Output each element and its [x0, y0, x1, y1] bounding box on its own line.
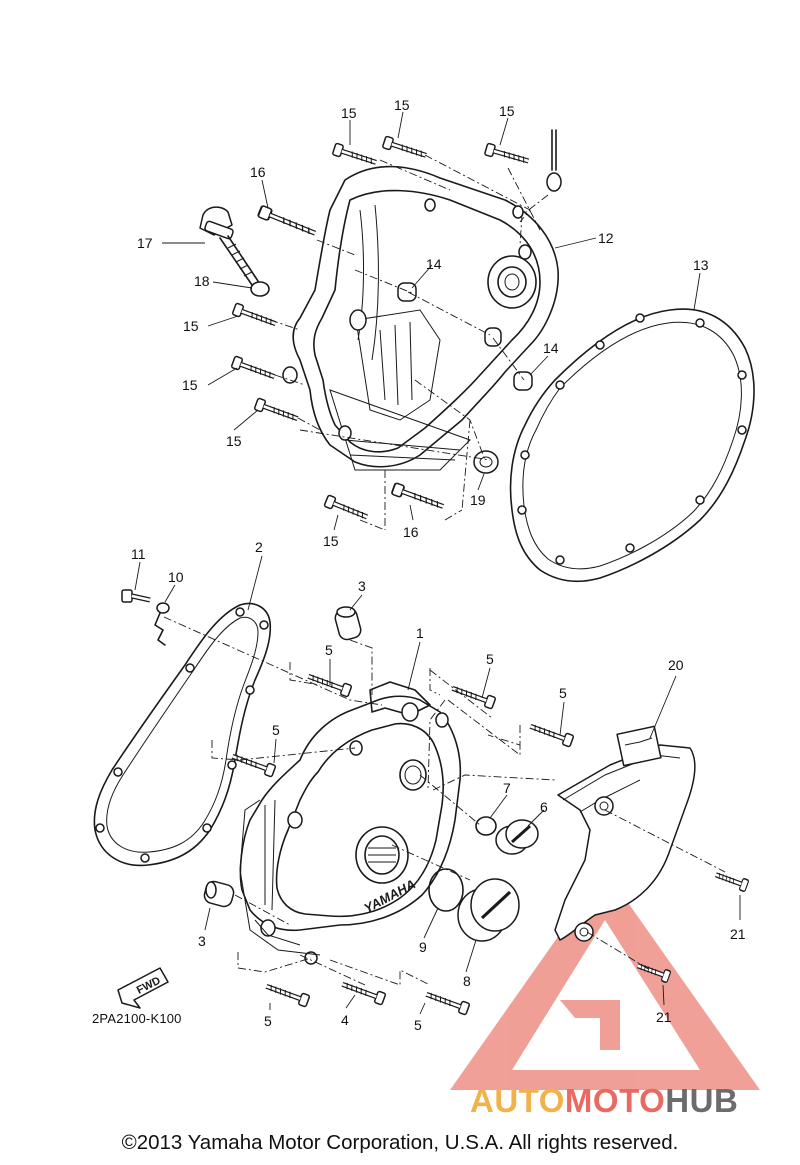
bolt-part-15	[231, 356, 276, 382]
bolt-part-15	[382, 136, 428, 161]
screw-part-11	[121, 589, 151, 603]
callout-15: 15	[394, 97, 410, 113]
bolt-part-15	[485, 143, 531, 167]
bolt-part-15	[232, 303, 277, 329]
callout-20: 20	[668, 657, 684, 673]
copyright-notice: ©2013 Yamaha Motor Corporation, U.S.A. A…	[121, 1131, 679, 1154]
bolt-part-21	[714, 869, 749, 892]
sprocket-guard-part-20	[554, 725, 696, 942]
clip-part-10	[154, 602, 170, 646]
callout-10: 10	[168, 569, 184, 585]
gasket-part-13	[509, 308, 755, 583]
gasket-2-bolt-holes	[95, 607, 269, 863]
callout-9: 9	[419, 939, 427, 955]
callout-5: 5	[272, 722, 280, 738]
watermark-brand: AUTOMOTOHUB	[470, 1082, 738, 1120]
callout-5: 5	[325, 642, 333, 658]
forward-direction-icon: FWD	[117, 967, 169, 1009]
callout-16: 16	[250, 164, 266, 180]
callout-1: 1	[416, 625, 424, 641]
bolt-part-15	[332, 143, 378, 168]
callout-labels: 1 2 3 3 4 5 5 5 5 5 5 5 6 7 8 9 10 11 12…	[131, 97, 746, 1033]
callout-2: 2	[255, 539, 263, 555]
callout-14: 14	[426, 256, 442, 272]
callout-5: 5	[559, 685, 567, 701]
bolt-part-15	[254, 398, 299, 424]
callout-15: 15	[323, 533, 339, 549]
o-ring-part-7	[475, 816, 497, 836]
fwd-label: FWD	[135, 975, 163, 997]
callout-5: 5	[264, 1013, 272, 1029]
callout-18: 18	[194, 273, 210, 289]
oil-seal-part-19	[473, 450, 499, 474]
callout-15: 15	[183, 318, 199, 334]
dowel-pin-part-3	[203, 880, 235, 908]
callout-16: 16	[403, 524, 419, 540]
gasket-inner-edge	[522, 321, 742, 570]
callout-21: 21	[730, 926, 746, 942]
diagram-code: 2PA2100-K100	[92, 1011, 182, 1026]
bolt-part-4	[340, 979, 385, 1005]
bolt-part-15	[324, 495, 369, 523]
callout-15: 15	[226, 433, 242, 449]
gasket-part-2	[93, 602, 272, 867]
callout-8: 8	[463, 973, 471, 989]
crankcase-cover-part-12	[282, 165, 559, 471]
watermark-part-1: AUTO	[470, 1082, 565, 1119]
callout-15: 15	[499, 103, 515, 119]
dowel-pin-part-3	[334, 606, 362, 641]
callout-13: 13	[693, 257, 709, 273]
plug-part-8	[457, 878, 520, 942]
oil-dipstick-part-17	[199, 206, 259, 286]
callout-5: 5	[414, 1017, 422, 1033]
bolt-part-5	[450, 683, 495, 709]
o-ring-part-18	[250, 281, 270, 297]
callout-15: 15	[341, 105, 357, 121]
callout-19: 19	[470, 492, 486, 508]
o-ring-part-9	[428, 868, 464, 912]
callout-12: 12	[598, 230, 614, 246]
callout-3: 3	[198, 933, 206, 949]
callout-21: 21	[656, 1009, 672, 1025]
alignment-lines-lower	[163, 616, 726, 986]
leader-lines	[134, 111, 741, 1015]
bolt-part-5	[424, 989, 469, 1015]
watermark-part-2: MOTO	[564, 1082, 666, 1119]
callout-14: 14	[543, 340, 559, 356]
callout-15: 15	[182, 377, 198, 393]
callout-6: 6	[540, 799, 548, 815]
dowel-pin-part-14	[397, 282, 533, 391]
bolt-part-5	[264, 981, 309, 1007]
gasket-bolt-holes	[517, 313, 747, 565]
bolt-part-5	[230, 751, 275, 777]
bolt-part-16	[391, 483, 445, 512]
bolt-part-5	[528, 721, 573, 747]
gasket-part-2-inner	[106, 616, 259, 853]
wire-clamp	[546, 129, 562, 192]
watermark-part-3: HUB	[665, 1082, 739, 1119]
callout-11: 11	[131, 546, 146, 562]
alignment-lines-upper	[269, 154, 549, 531]
callout-4: 4	[341, 1012, 349, 1028]
plug-part-6	[495, 819, 539, 855]
callout-17: 17	[137, 235, 153, 251]
callout-7: 7	[503, 780, 511, 796]
watermark-logo-icon	[450, 870, 760, 1090]
callout-5: 5	[486, 651, 494, 667]
callout-3: 3	[358, 578, 366, 594]
bolt-part-16	[258, 205, 318, 238]
